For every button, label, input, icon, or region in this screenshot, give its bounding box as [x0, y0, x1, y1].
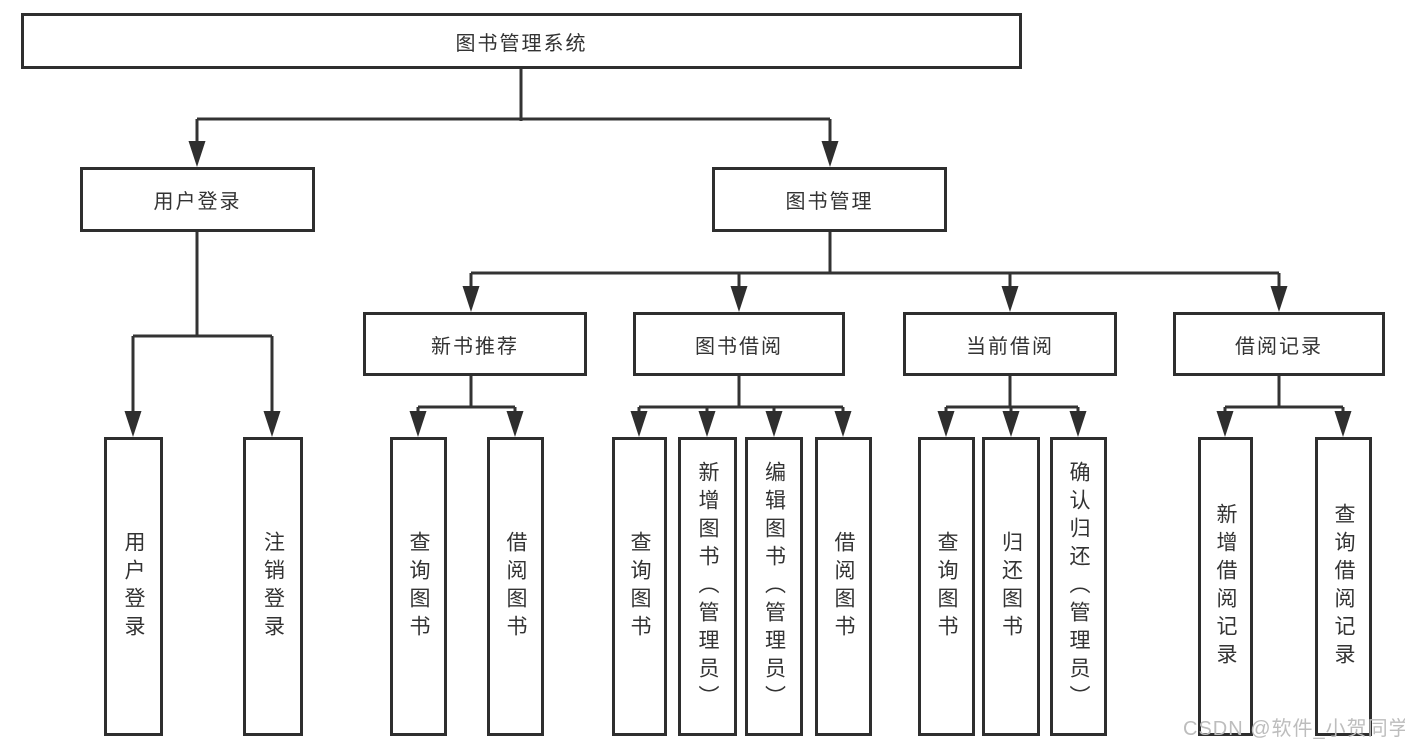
node-label: 编辑图书（管理员） — [762, 460, 786, 713]
node-label: 归还图书 — [999, 530, 1023, 643]
node-library-management-system: 图书管理系统 — [21, 13, 1022, 69]
leaf-nb-borrow-books: 借阅图书 — [487, 437, 544, 736]
node-label: 图书管理系统 — [455, 32, 588, 55]
node-label: 用户登录 — [122, 530, 145, 643]
node-label: 图书管理 — [785, 191, 874, 213]
node-label: 借阅记录 — [1235, 335, 1323, 358]
leaf-bb-query-books: 查询图书 — [612, 437, 667, 736]
node-current-borrowing: 当前借阅 — [903, 312, 1117, 376]
leaf-bb-add-books-admin: 新增图书（管理员） — [678, 437, 737, 736]
leaf-logout: 注销登录 — [243, 437, 303, 736]
node-borrowing-records: 借阅记录 — [1173, 312, 1385, 376]
node-label: 确认归还（管理员） — [1067, 460, 1090, 713]
node-book-management: 图书管理 — [712, 167, 947, 232]
node-label: 新增图书（管理员） — [696, 460, 719, 713]
node-label: 图书借阅 — [695, 335, 783, 358]
node-label: 新增借阅记录 — [1214, 502, 1237, 671]
leaf-nb-query-books: 查询图书 — [390, 437, 447, 736]
leaf-cb-confirm-return-admin: 确认归还（管理员） — [1050, 437, 1107, 736]
node-label: 借阅图书 — [832, 530, 855, 643]
leaf-bb-edit-books-admin: 编辑图书（管理员） — [745, 437, 803, 736]
csdn-watermark: CSDN @软件_小贺同学 — [1183, 718, 1405, 740]
node-label: 借阅图书 — [504, 530, 527, 643]
leaf-cb-query-books: 查询图书 — [918, 437, 975, 736]
node-label: 注销登录 — [261, 530, 285, 643]
node-book-borrowing: 图书借阅 — [633, 312, 845, 376]
leaf-user-login: 用户登录 — [104, 437, 163, 736]
node-label: 当前借阅 — [966, 335, 1054, 358]
node-label: 查询借阅记录 — [1332, 502, 1355, 671]
leaf-cb-return-books: 归还图书 — [982, 437, 1040, 736]
node-label: 用户登录 — [153, 191, 242, 213]
node-user-login: 用户登录 — [80, 167, 315, 232]
node-label: 新书推荐 — [431, 335, 519, 358]
node-label: 查询图书 — [628, 530, 651, 643]
leaf-bb-borrow-books: 借阅图书 — [815, 437, 872, 736]
node-label: 查询图书 — [935, 530, 958, 643]
leaf-br-query-record: 查询借阅记录 — [1315, 437, 1372, 736]
arrowheads — [124, 141, 1352, 437]
node-new-book-recommend: 新书推荐 — [363, 312, 587, 376]
node-label: 查询图书 — [407, 530, 430, 643]
leaf-br-add-record: 新增借阅记录 — [1198, 437, 1253, 736]
